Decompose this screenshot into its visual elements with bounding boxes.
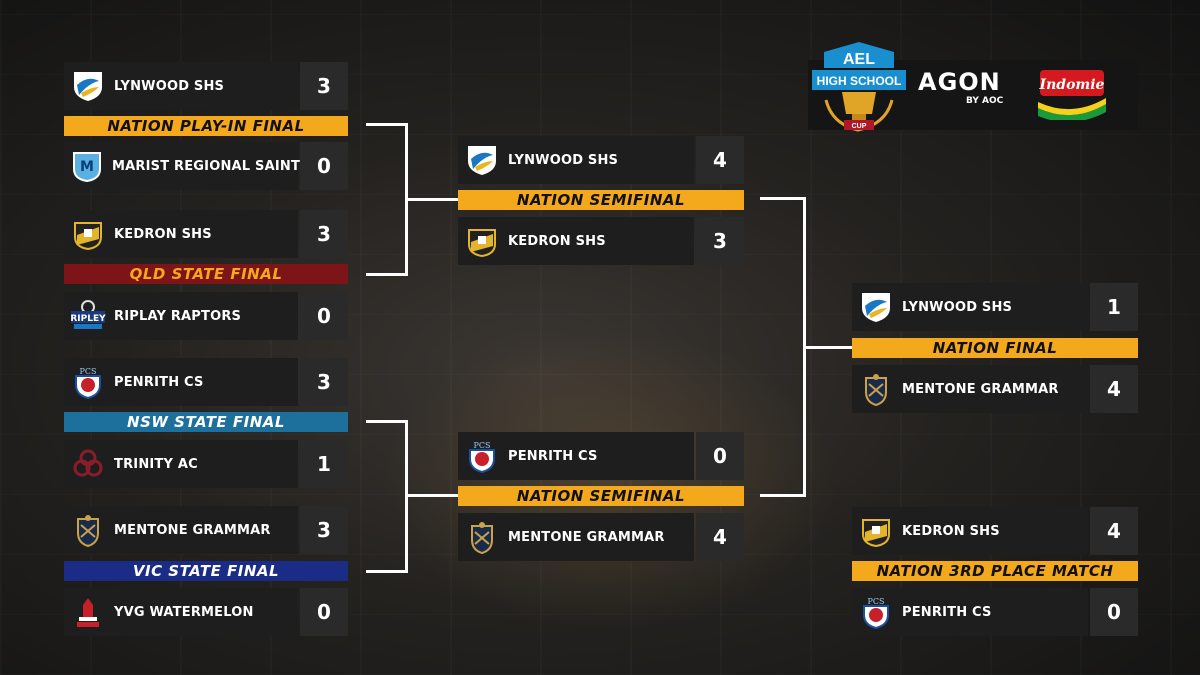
team-row: RIPLEY RIPLAY RAPTORS 0 xyxy=(64,292,348,340)
team-name: LYNWOOD SHS xyxy=(508,152,619,168)
team-name: KEDRON SHS xyxy=(902,523,1000,539)
lynwood-logo xyxy=(464,142,500,178)
svg-text:M: M xyxy=(80,159,94,175)
team-score: 1 xyxy=(300,440,348,488)
svg-text:CUP: CUP xyxy=(852,123,867,130)
team-name: MENTONE GRAMMAR xyxy=(902,381,1059,397)
yvg-logo xyxy=(70,594,106,630)
team-score: 4 xyxy=(1090,507,1138,555)
svg-text:HIGH SCHOOL: HIGH SCHOOL xyxy=(817,74,902,88)
team-row: YVG WATERMELON 0 xyxy=(64,588,348,636)
lynwood-logo xyxy=(70,68,106,104)
team-name: PENRITH CS xyxy=(902,604,992,620)
team-row: LYNWOOD SHS 4 xyxy=(458,136,744,184)
agon-by-aoc: BY AOC xyxy=(966,96,1004,106)
marist-logo: M xyxy=(70,148,104,184)
team-row: LYNWOOD SHS 3 xyxy=(64,62,348,110)
team-row: KEDRON SHS 4 xyxy=(852,507,1138,555)
bracket-connector xyxy=(366,123,408,276)
arena-glow xyxy=(380,330,840,630)
svg-text:RIPLEY: RIPLEY xyxy=(70,314,106,324)
team-score: 3 xyxy=(300,210,348,258)
kedron-logo xyxy=(858,513,894,549)
penrith-logo: PCS xyxy=(70,364,106,400)
team-score: 3 xyxy=(696,217,744,265)
team-score: 4 xyxy=(1090,365,1138,413)
match-title: QLD STATE FINAL xyxy=(64,264,348,284)
penrith-logo: PCS xyxy=(858,594,894,630)
svg-text:Indomie: Indomie xyxy=(1039,77,1105,93)
team-score: 3 xyxy=(300,62,348,110)
team-name: TRINITY AC xyxy=(114,456,198,472)
team-score: 4 xyxy=(696,136,744,184)
mentone-logo xyxy=(70,512,106,548)
team-row: MENTONE GRAMMAR 4 xyxy=(458,513,744,561)
team-name: MENTONE GRAMMAR xyxy=(114,522,271,538)
match-title: NSW STATE FINAL xyxy=(64,412,348,432)
penrith-logo: PCS xyxy=(464,438,500,474)
match-title: NATION 3RD PLACE MATCH xyxy=(852,561,1138,581)
team-score: 0 xyxy=(300,588,348,636)
team-row: TRINITY AC 1 xyxy=(64,440,348,488)
team-name: PENRITH CS xyxy=(508,448,598,464)
team-name: LYNWOOD SHS xyxy=(114,78,225,94)
team-row: M MARIST REGIONAL SAINTS 0 xyxy=(64,142,348,190)
team-score: 0 xyxy=(300,142,348,190)
svg-text:AEL: AEL xyxy=(843,51,875,68)
team-row: MENTONE GRAMMAR 3 xyxy=(64,506,348,554)
team-row: PCS PENRITH CS 3 xyxy=(64,358,348,406)
mentone-logo xyxy=(858,371,894,407)
svg-text:PCS: PCS xyxy=(80,367,97,376)
team-name: PENRITH CS xyxy=(114,374,204,390)
team-score: 3 xyxy=(300,358,348,406)
team-name: YVG WATERMELON xyxy=(114,604,254,620)
team-score: 0 xyxy=(696,432,744,480)
indomie-logo: Indomie xyxy=(1036,64,1108,123)
bracket-connector xyxy=(366,420,408,573)
match-title: NATION SEMIFINAL xyxy=(458,486,744,506)
ripley-logo: RIPLEY xyxy=(70,298,106,334)
ael-high-school-cup-logo: AEL HIGH SCHOOL CUP xyxy=(812,40,906,136)
team-score: 0 xyxy=(300,292,348,340)
match-title: NATION SEMIFINAL xyxy=(458,190,744,210)
bracket-connector xyxy=(806,346,852,349)
team-row: PCS PENRITH CS 0 xyxy=(852,588,1138,636)
match-title: NATION PLAY-IN FINAL xyxy=(64,116,348,136)
lynwood-logo xyxy=(858,289,894,325)
trinity-logo xyxy=(70,446,106,482)
team-score: 3 xyxy=(300,506,348,554)
agon-logo: AGON xyxy=(918,68,1001,96)
team-name: RIPLAY RAPTORS xyxy=(114,308,242,324)
team-row: KEDRON SHS 3 xyxy=(458,217,744,265)
team-row: LYNWOOD SHS 1 xyxy=(852,283,1138,331)
kedron-logo xyxy=(70,216,106,252)
match-title: NATION FINAL xyxy=(852,338,1138,358)
team-name: KEDRON SHS xyxy=(508,233,606,249)
match-title: VIC STATE FINAL xyxy=(64,561,348,581)
kedron-logo xyxy=(464,223,500,259)
bracket-connector xyxy=(408,198,458,201)
svg-text:PCS: PCS xyxy=(474,441,491,450)
team-score: 0 xyxy=(1090,588,1138,636)
mentone-logo xyxy=(464,519,500,555)
team-name: MARIST REGIONAL SAINTS xyxy=(112,158,310,174)
team-name: MENTONE GRAMMAR xyxy=(508,529,665,545)
team-row: KEDRON SHS 3 xyxy=(64,210,348,258)
bracket-connector xyxy=(408,494,458,497)
team-score: 1 xyxy=(1090,283,1138,331)
bracket-connector xyxy=(760,197,806,497)
svg-text:PCS: PCS xyxy=(868,597,885,606)
team-name: KEDRON SHS xyxy=(114,226,212,242)
team-name: LYNWOOD SHS xyxy=(902,299,1013,315)
team-row: PCS PENRITH CS 0 xyxy=(458,432,744,480)
team-score: 4 xyxy=(696,513,744,561)
team-row: MENTONE GRAMMAR 4 xyxy=(852,365,1138,413)
